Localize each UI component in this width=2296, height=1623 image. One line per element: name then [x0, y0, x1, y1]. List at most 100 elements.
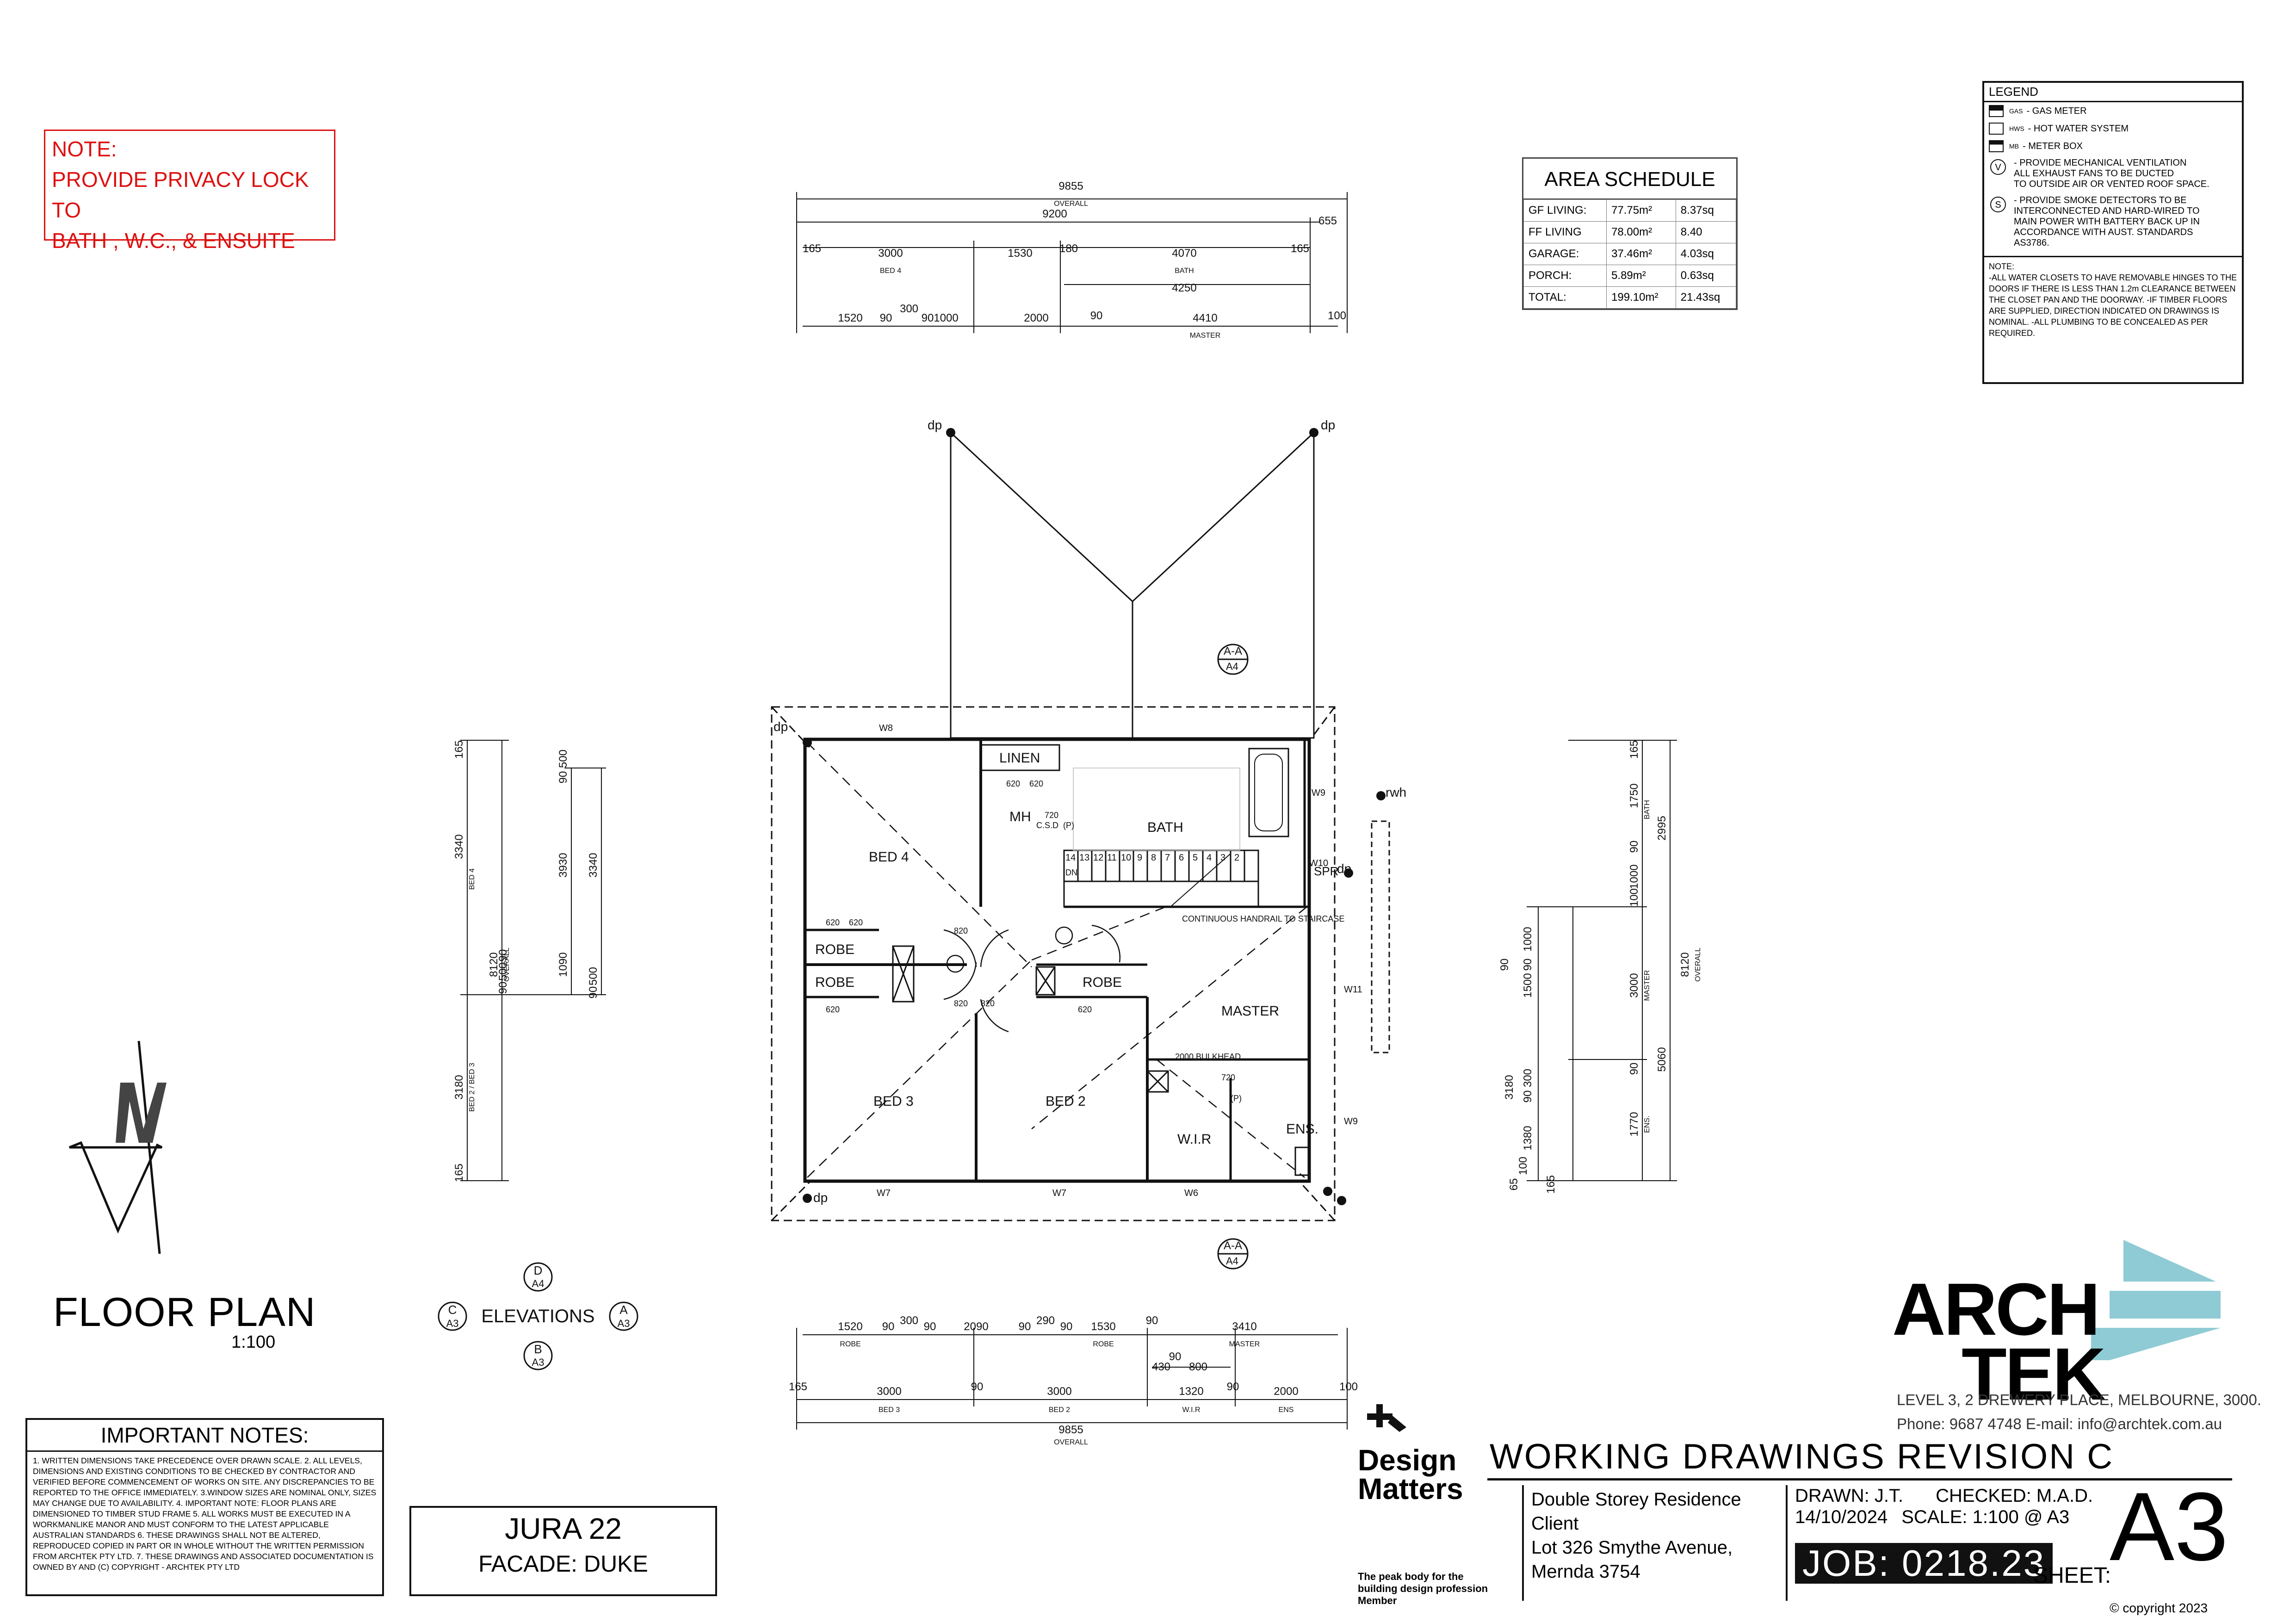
dp-label: dp [774, 719, 788, 734]
archtek-logo: ARCH TEK [1892, 1272, 2106, 1411]
section-label: A-A [1224, 645, 1242, 657]
fixture-label: (P) [1063, 821, 1074, 830]
dp-label: dp [813, 1190, 828, 1205]
legend-code: GAS [2009, 107, 2023, 115]
area-cell: 5.89m² [1606, 265, 1676, 287]
door-widths: 620 620 720 820 820 820 620 620 620 620 … [826, 779, 1242, 1103]
room-label-linen: LINEN [999, 750, 1040, 766]
door-width: 620 [849, 918, 863, 927]
dim-text: 3930 [557, 853, 569, 877]
dim-text: 90 [497, 982, 509, 994]
section-label: A-A [1224, 1239, 1242, 1252]
dim-text: 165 [789, 1381, 807, 1393]
dim-label: MASTER [1643, 970, 1651, 1001]
meter-box-icon [1989, 140, 2004, 152]
right-dimensions: 165 1750 90 1000 100 3000 90 1770 100 65… [1498, 740, 1702, 1194]
legend-notes-text: -ALL WATER CLOSETS TO HAVE REMOVABLE HIN… [1989, 273, 2237, 338]
legend-notes-title: NOTE: [1989, 262, 2015, 271]
dim-text: 90 [882, 1320, 895, 1333]
dim-text: 1380 [1522, 1126, 1534, 1150]
dp-label: dp [1321, 418, 1335, 432]
dim-text: 3410 [1232, 1320, 1256, 1333]
dim-text: 655 [1318, 215, 1337, 227]
title-divider-v [1786, 1485, 1788, 1601]
dim-label: OVERALL [503, 948, 511, 982]
dim-text: 800 [1189, 1361, 1207, 1373]
dim-label: MASTER [1229, 1340, 1260, 1348]
archtek-contact: LEVEL 3, 2 DREWERY PLACE, MELBOURNE, 300… [1897, 1388, 2261, 1436]
dim-text: 500 [497, 962, 509, 981]
dp-label: dp [928, 418, 942, 432]
handrail-note: CONTINUOUS HANDRAIL TO STAIRCASE [1182, 914, 1344, 923]
legend-code: MB [2009, 142, 2019, 150]
dim-text: 90 [971, 1381, 984, 1393]
dm-member: Member [1358, 1595, 1397, 1606]
privacy-note: NOTE: PROVIDE PRIVACY LOCK TO BATH , W.C… [44, 130, 335, 253]
section-ref: A4 [1226, 1255, 1238, 1267]
design-matters-logo-icon [1367, 1404, 1406, 1432]
dim-text: 65 [1508, 1178, 1520, 1191]
stair-number: 9 [1137, 853, 1142, 863]
external-walls [803, 737, 1311, 1183]
room-label-bed-4: BED 4 [869, 849, 909, 865]
bottom-dimensions: 1520 90 300 90 2090 90 290 90 1530 90 34… [789, 1314, 1358, 1446]
left-dimensions: 165 3340 3180 165 8120 OVERALL BED 4 BED… [453, 740, 600, 1182]
dim-label: OVERALL [1054, 1438, 1088, 1446]
drawn-by: DRAWN: J.T. [1795, 1486, 1904, 1506]
ventilation-icon: V [1990, 159, 2006, 175]
dim-text: 90 [1169, 1350, 1182, 1363]
dim-text: 90 [557, 771, 569, 784]
dim-text: 90 [922, 312, 934, 324]
stair-number: 13 [1079, 853, 1089, 863]
stair-dn-label: DN [1065, 868, 1077, 877]
dim-text: 90 [1628, 1063, 1640, 1075]
dim-text: 90 [924, 1320, 936, 1333]
dim-text: 90 [1498, 959, 1511, 971]
dim-label: MASTER [1190, 332, 1221, 340]
dim-text: 2995 [1656, 816, 1668, 840]
area-cell: 8.40 [1675, 221, 1737, 243]
drawing-title: WORKING DRAWINGS REVISION C [1490, 1437, 2114, 1476]
elevation-letter: B [534, 1342, 542, 1356]
dim-text: 100 [1517, 1157, 1529, 1175]
dim-text: 1500 [1522, 973, 1534, 997]
dim-text: 1520 [838, 312, 862, 324]
window-label: W6 [1184, 1188, 1198, 1198]
dm-line1: Design [1358, 1443, 1457, 1477]
legend-item-smoke: S - PROVIDE SMOKE DETECTORS TO BE INTERC… [1984, 192, 2242, 251]
room-label-robe: ROBE [1083, 975, 1122, 990]
elevations-label: ELEVATIONS [481, 1306, 594, 1326]
room-label-csd: C.S.D [1036, 821, 1058, 830]
room-label-bed-3: BED 3 [873, 1094, 914, 1109]
dim-text: 180 [1059, 242, 1078, 255]
wir-x-box [1146, 1070, 1169, 1093]
stair-number: 6 [1179, 853, 1184, 863]
window-label: W10 [1309, 858, 1328, 868]
window-label: W11 [1344, 985, 1362, 995]
legend-notes: NOTE: -ALL WATER CLOSETS TO HAVE REMOVAB… [1984, 256, 2242, 342]
dim-text: 500 [557, 750, 569, 768]
drawing-scale: SCALE: 1:100 @ A3 [1901, 1507, 2070, 1527]
section-ref: A4 [1226, 661, 1238, 672]
dim-text: 165 [1628, 740, 1640, 759]
dim-label: OVERALL [1054, 200, 1088, 208]
dim-text: 2000 [1274, 1385, 1298, 1398]
dim-text: 1520 [838, 1320, 862, 1333]
window-label: W9 [1312, 788, 1325, 798]
dim-text: 300 [1522, 1069, 1534, 1087]
stair-number: 5 [1193, 853, 1198, 863]
dim-text: 300 [900, 1314, 918, 1327]
smoke-code: S [1995, 200, 2001, 210]
rwh-label: rwh [1386, 785, 1406, 799]
dim-text: 90 [1628, 841, 1640, 853]
stair-number: 11 [1107, 853, 1117, 863]
dim-text: 4250 [1172, 282, 1196, 294]
door-width: 620 [1029, 779, 1043, 788]
smoke-detector-icon [1055, 926, 1073, 945]
top-dimensions: 9855 OVERALL 9200 655 165 3000 1530 180 … [803, 180, 1346, 340]
dim-text: 3340 [587, 853, 600, 877]
north-arrow [69, 1041, 167, 1254]
eaves-outline [771, 706, 1336, 1221]
